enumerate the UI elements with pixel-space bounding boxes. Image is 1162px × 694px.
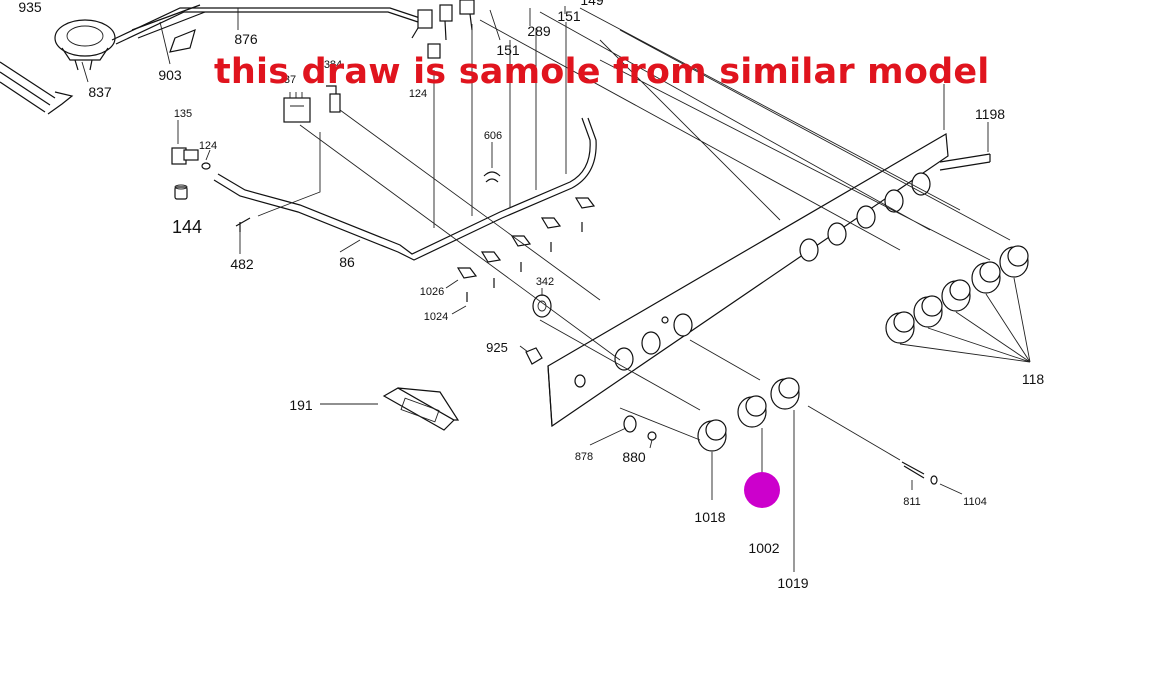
leader-lines <box>81 6 1031 572</box>
part-37-terminal-block <box>283 92 311 123</box>
label-135: 135 <box>174 108 192 120</box>
control-panel <box>547 133 949 428</box>
warning-banner: this draw is samole from similar model <box>214 52 990 92</box>
label-289: 289 <box>527 23 551 39</box>
part-191-spark-module <box>382 387 460 431</box>
label-1002: 1002 <box>748 540 779 556</box>
label-151-a: 151 <box>496 42 520 58</box>
label-1018: 1018 <box>694 509 725 525</box>
part-valves-top <box>411 0 475 59</box>
part-144-nut <box>174 184 188 200</box>
part-1198-rod <box>939 153 991 171</box>
part-606-clip <box>483 171 501 183</box>
part-135-elbow <box>171 147 211 170</box>
part-384-switch <box>326 85 341 113</box>
label-1026: 1026 <box>420 286 444 298</box>
label-118: 118 <box>1022 371 1045 387</box>
label-124-b: 124 <box>199 140 217 152</box>
label-811: 811 <box>903 496 921 508</box>
part-482-screw <box>235 217 251 232</box>
label-86: 86 <box>339 254 355 270</box>
label-124-a: 124 <box>409 88 427 100</box>
label-1024: 1024 <box>424 311 448 323</box>
label-482: 482 <box>230 256 254 272</box>
part-876-gas-tube <box>111 7 421 45</box>
part-935-burner-cap <box>54 19 116 71</box>
label-903: 903 <box>158 67 182 83</box>
label-1019: 1019 <box>777 575 808 591</box>
part-labels: 935 837 876 903 151 289 151 149 124 124 … <box>18 0 1044 591</box>
label-606: 606 <box>484 130 502 142</box>
label-149: 149 <box>580 0 604 8</box>
part-811-pin <box>901 461 938 485</box>
knob-1002 <box>737 395 767 428</box>
label-925: 925 <box>486 340 508 355</box>
label-342: 342 <box>536 276 554 288</box>
label-935: 935 <box>18 0 42 15</box>
label-191: 191 <box>289 397 313 413</box>
label-151-b: 151 <box>557 8 581 24</box>
knob-1019 <box>770 377 800 410</box>
label-144: 144 <box>172 217 202 237</box>
label-880: 880 <box>622 449 646 465</box>
label-37: 37 <box>284 74 296 86</box>
part-86-gas-pipe <box>213 117 597 261</box>
knob-1018 <box>697 419 727 452</box>
label-878: 878 <box>575 451 593 463</box>
label-837: 837 <box>88 84 112 100</box>
label-384: 384 <box>324 59 342 71</box>
knobs-118 <box>885 245 1029 344</box>
label-876: 876 <box>234 31 258 47</box>
brackets-and-screws <box>456 197 596 302</box>
label-1198: 1198 <box>975 106 1005 122</box>
label-1104: 1104 <box>963 496 987 508</box>
part-878-880-fitting <box>623 415 657 441</box>
part-925-igniter <box>525 347 543 365</box>
magenta-marker-dot <box>744 472 780 508</box>
